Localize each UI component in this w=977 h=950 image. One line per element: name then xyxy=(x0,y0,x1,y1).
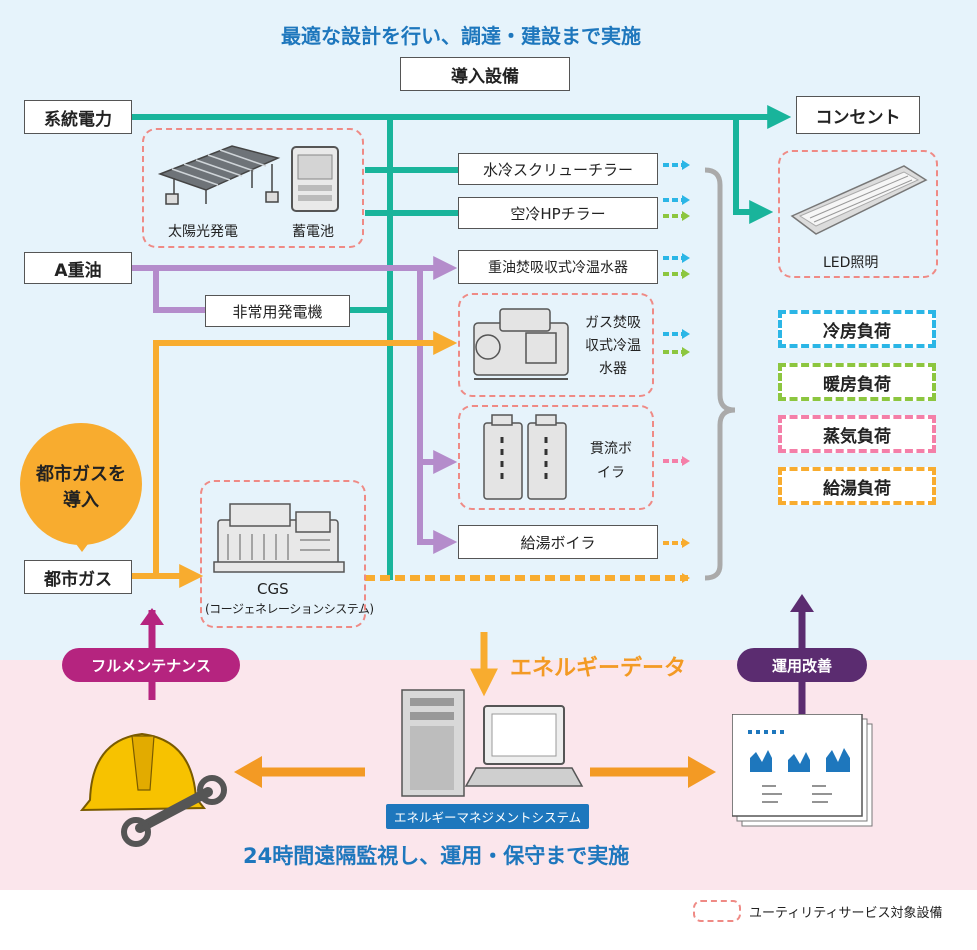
energy-data-label: エネルギーデータ xyxy=(510,656,687,681)
gas-lines xyxy=(132,331,688,697)
dashboard-report-icon xyxy=(732,714,873,827)
legend-swatch xyxy=(693,900,741,922)
heating-load: 暖房負荷 xyxy=(778,363,936,401)
server-laptop-icon xyxy=(401,689,584,797)
output-arrowheads xyxy=(682,160,690,583)
led-label: LED照明 xyxy=(823,255,879,271)
battery-icon xyxy=(291,146,339,212)
solar-label: 太陽光発電 xyxy=(168,224,238,240)
absorption-chiller-icon xyxy=(473,308,569,380)
solar-battery-group xyxy=(142,128,364,248)
hotwater-load: 給湯負荷 xyxy=(778,467,936,505)
output-arrows xyxy=(663,163,682,545)
city-gas-callout-text: 都市ガスを導入 xyxy=(36,464,126,511)
cgs-label: CGS xyxy=(257,580,289,598)
cgs-group xyxy=(200,480,366,628)
equipment-label: 導入設備 xyxy=(400,57,570,91)
outlet-box: コンセント xyxy=(796,96,920,134)
oncethrough-boiler-label: 貫流ボイラ xyxy=(590,441,632,481)
air-hp-chiller-box: 空冷HPチラー xyxy=(458,197,658,229)
callout-pointer xyxy=(73,540,91,552)
boiler-icon xyxy=(483,414,567,500)
solar-panel-icon xyxy=(157,145,281,205)
led-light-icon xyxy=(790,165,928,235)
grid-power-box: 系統電力 xyxy=(24,100,132,134)
oil-lines xyxy=(132,256,458,554)
emergency-generator-box: 非常用発電機 xyxy=(205,295,350,327)
full-maintenance-pill: フルメンテナンス xyxy=(62,648,240,682)
cgs-engine-icon xyxy=(213,503,345,573)
battery-label: 蓄電池 xyxy=(292,224,334,240)
oil-absorption-box: 重油焚吸収式冷温水器 xyxy=(458,250,658,284)
legend-text: ユーティリティサービス対象設備 xyxy=(749,906,943,921)
city-gas-callout xyxy=(20,423,142,545)
led-group xyxy=(778,150,938,278)
hotwater-boiler-box: 給湯ボイラ xyxy=(458,525,658,559)
cooling-load: 冷房負荷 xyxy=(778,310,936,348)
water-screw-chiller-box: 水冷スクリューチラー xyxy=(458,153,658,185)
gas-absorption-label: ガス焚吸収式冷温水器 xyxy=(585,315,641,377)
electric-lines xyxy=(130,105,792,580)
city-gas-box: 都市ガス xyxy=(24,560,132,594)
brace xyxy=(704,167,736,581)
gas-absorption-group xyxy=(458,293,654,397)
helmet-wrench-icon xyxy=(80,732,227,847)
monitoring-caption: 24時間遠隔監視し、運用・保守まで実施 xyxy=(243,844,630,868)
cgs-sublabel: (コージェネレーションシステム) xyxy=(205,602,374,616)
oncethrough-boiler-group xyxy=(458,405,654,510)
ems-label: エネルギーマネジメントシステム xyxy=(386,804,590,829)
heavy-oil-box: A重油 xyxy=(24,252,132,284)
diagram-title: 最適な設計を行い、調達・建設まで実施 xyxy=(281,24,641,48)
operation-improvement-pill: 運用改善 xyxy=(737,648,867,682)
steam-load: 蒸気負荷 xyxy=(778,415,936,453)
